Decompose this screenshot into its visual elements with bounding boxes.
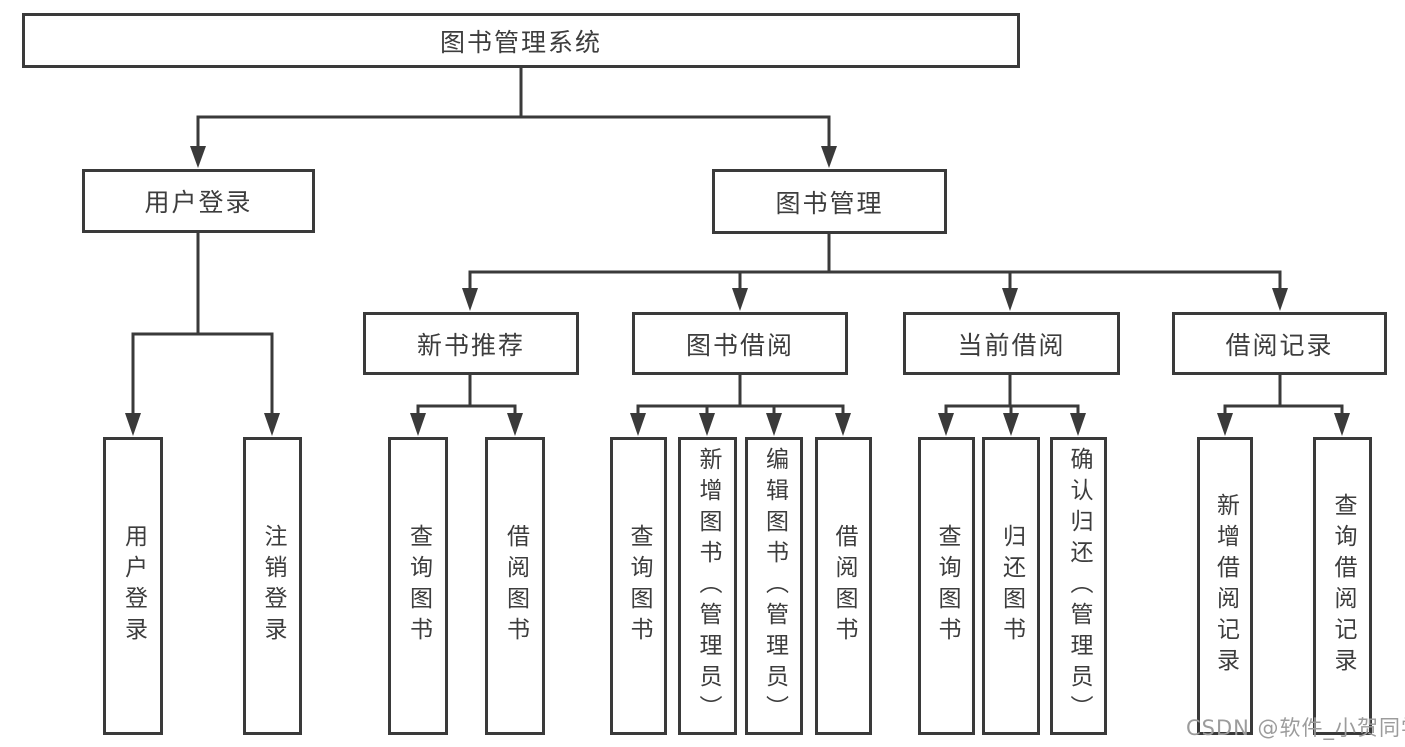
leaf-add-borrow-record: 新增借阅记录 (1197, 437, 1253, 735)
leaf-query-book-current: 查询图书 (918, 437, 975, 735)
node-book-borrowing: 图书借阅 (632, 312, 848, 375)
connector-book-mgmt-children (462, 233, 1288, 311)
connector-user-login-children (125, 232, 280, 436)
leaf-user-login: 用户登录 (103, 437, 163, 735)
leaf-query-borrow-record: 查询借阅记录 (1313, 437, 1372, 735)
leaf-borrow-book-borrowing: 借阅图书 (815, 437, 872, 735)
leaf-return-book: 归还图书 (982, 437, 1040, 735)
connector-borrow-records-children (1217, 374, 1350, 436)
csdn-watermark: CSDN @软件_小贺同学 (1186, 716, 1405, 740)
node-current-borrowing: 当前借阅 (903, 312, 1120, 375)
leaf-logout: 注销登录 (243, 437, 302, 735)
leaf-borrow-book-recommend: 借阅图书 (485, 437, 545, 735)
node-user-login: 用户登录 (82, 169, 315, 233)
connector-book-borrow-children (630, 374, 851, 436)
connector-current-borrow-children (938, 374, 1086, 436)
leaf-confirm-return-admin: 确认归还（管理员） (1050, 437, 1107, 735)
node-library-management-system: 图书管理系统 (22, 13, 1020, 68)
connector-new-rec-children (410, 374, 523, 436)
leaf-edit-book-admin: 编辑图书（管理员） (745, 437, 803, 735)
leaf-query-book-borrowing: 查询图书 (610, 437, 667, 735)
connector-root-to-level2 (190, 66, 837, 168)
node-borrowing-records: 借阅记录 (1172, 312, 1387, 375)
node-new-book-recommendation: 新书推荐 (363, 312, 579, 375)
leaf-query-book-recommend: 查询图书 (388, 437, 448, 735)
node-book-management: 图书管理 (712, 169, 947, 234)
leaf-add-book-admin: 新增图书（管理员） (678, 437, 737, 735)
